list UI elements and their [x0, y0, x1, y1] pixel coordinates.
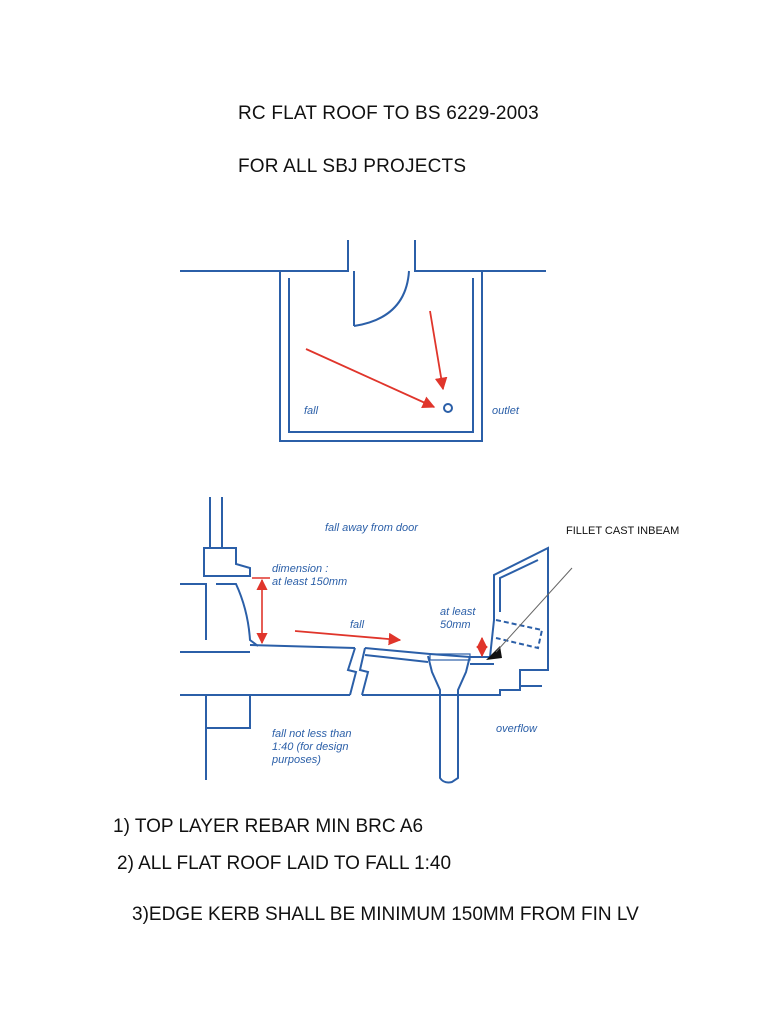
plan-view [180, 240, 546, 442]
right-kerb-inner [499, 559, 539, 612]
fillet-leader [495, 567, 573, 653]
section-view [180, 497, 549, 784]
plan-fall-arrow-1 [305, 348, 436, 409]
plan-inner-wall [288, 278, 474, 433]
plan-fall-label: fall [304, 405, 319, 417]
plan-outer-wall [180, 240, 546, 272]
left-column [205, 695, 251, 780]
outlet-icon [443, 403, 453, 413]
slab-break [346, 647, 370, 696]
section-fall-arrow [294, 630, 402, 646]
at-least-label-2: 50mm [440, 619, 471, 631]
fall-away-label: fall away from door [325, 522, 419, 534]
roof-slab-bottom [180, 651, 494, 665]
title-line-2: FOR ALL SBJ PROJECTS [238, 156, 467, 177]
fall-not-less-label-1: fall not less than [272, 728, 352, 740]
left-upstand [180, 583, 259, 647]
plan-fall-arrow-2 [429, 310, 448, 391]
fall-not-less-label-2: 1:40 (for design [272, 741, 348, 753]
overflow-pipe [495, 619, 544, 650]
slab-soffit [180, 685, 542, 696]
dimension-label-2: at least 150mm [272, 576, 347, 588]
title-line-1: RC FLAT ROOF TO BS 6229-2003 [238, 103, 539, 124]
overflow-label: overflow [496, 723, 538, 735]
section-fall-label: fall [350, 619, 365, 631]
right-kerb [489, 546, 549, 686]
plan-outlet-label: outlet [492, 405, 520, 417]
door-frame [209, 497, 223, 548]
outlet-grating [429, 653, 471, 661]
door-swing-arc [353, 270, 410, 327]
fillet-cast-label: FILLET CAST INBEAM [566, 525, 680, 537]
plan-walls [279, 271, 483, 442]
fall-not-less-label-3: purposes) [271, 754, 321, 766]
outlet-gulley [427, 655, 471, 784]
door-sill [203, 547, 251, 577]
note-1: 1) TOP LAYER REBAR MIN BRC A6 [113, 816, 424, 837]
dimension-label-1: dimension : [272, 563, 328, 575]
note-2: 2) ALL FLAT ROOF LAID TO FALL 1:40 [117, 853, 452, 874]
note-3: 3)EDGE KERB SHALL BE MINIMUM 150MM FROM … [132, 904, 639, 925]
at-least-label-1: at least [440, 606, 476, 618]
